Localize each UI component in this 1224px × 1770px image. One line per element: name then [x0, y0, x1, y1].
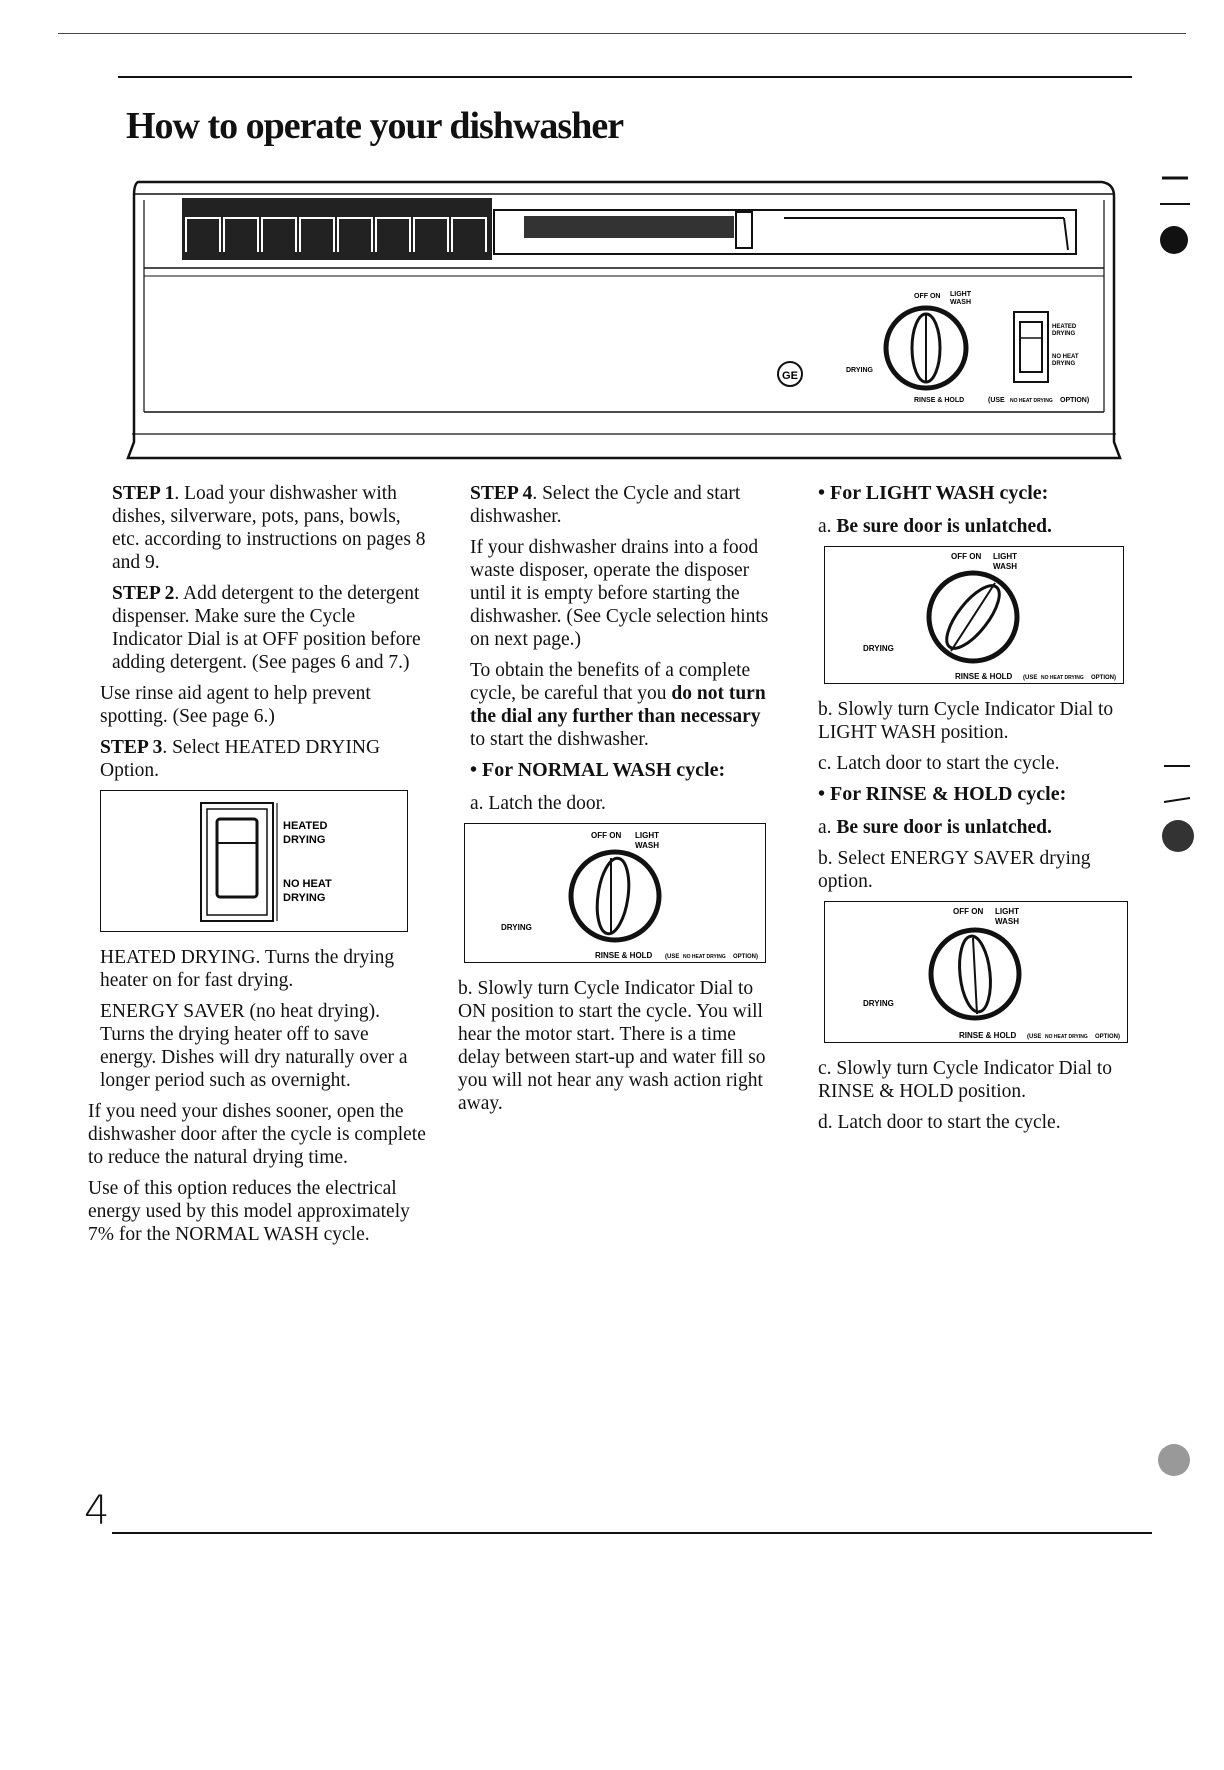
svg-text:OPTION): OPTION)	[1091, 675, 1116, 681]
step1-paragraph: STEP 1. Load your dishwasher with dishes…	[88, 482, 426, 574]
disposer-paragraph: If your dishwasher drains into a food wa…	[470, 537, 769, 650]
step1-label: STEP 1	[112, 483, 175, 504]
benefits-warning: do not turn the dial any further than ne…	[470, 683, 766, 727]
rinse-aid-paragraph: Use rinse aid agent to help prevent spot…	[100, 683, 371, 727]
svg-text:OFF ON: OFF ON	[953, 907, 983, 916]
column-middle: STEP 4. Select the Cycle and start dishw…	[458, 482, 778, 1123]
svg-text:DRYING: DRYING	[501, 923, 532, 932]
normal-wash-heading: • For NORMAL WASH cycle:	[470, 759, 726, 781]
switch-fig-drying-2: DRYING	[283, 892, 325, 904]
svg-text:OPTION): OPTION)	[1095, 1034, 1120, 1040]
dial-figure-normal-wash: OFF ON LIGHT WASH DRYING RINSE & HOLD (U…	[464, 823, 766, 963]
svg-text:(USE: (USE	[1023, 675, 1037, 681]
dial-label-off-on: OFF ON	[914, 293, 940, 300]
page-number: 4	[84, 1488, 110, 1534]
step4-text: . Select the Cycle and start dishwasher.	[470, 483, 741, 527]
svg-text:DRYING: DRYING	[863, 999, 894, 1008]
svg-text:LIGHT: LIGHT	[995, 907, 1019, 916]
push-buttons	[185, 217, 487, 252]
step2-text: . Add detergent to the detergent dispens…	[112, 583, 421, 673]
svg-text:RINSE & HOLD: RINSE & HOLD	[595, 951, 653, 960]
dial-label-drying: DRYING	[846, 367, 874, 374]
switch-label-heated: HEATED	[1052, 324, 1077, 330]
svg-text:NO HEAT DRYING: NO HEAT DRYING	[1045, 1034, 1088, 1040]
svg-text:(USE: (USE	[665, 954, 679, 960]
binding-marks	[1158, 176, 1194, 1476]
rinse-hold-step-c: c. Slowly turn Cycle Indicator Dial to R…	[818, 1058, 1113, 1102]
svg-text:WASH: WASH	[635, 841, 659, 850]
svg-text:RINSE & HOLD: RINSE & HOLD	[959, 1031, 1017, 1040]
rinse-hold-heading: • For RINSE & HOLD cycle:	[818, 783, 1067, 805]
svg-text:OPTION): OPTION)	[733, 954, 758, 960]
top-rule-thin	[58, 33, 1186, 34]
dial-label-option: OPTION)	[1060, 397, 1089, 404]
top-rule	[118, 76, 1132, 78]
rinse-hold-step-d: d. Latch door to start the cycle.	[818, 1112, 1061, 1133]
svg-text:OFF ON: OFF ON	[951, 552, 981, 561]
column-right: • For LIGHT WASH cycle: a. Be sure door …	[818, 482, 1148, 1142]
step4-label: STEP 4	[470, 483, 533, 504]
switch-label-drying: DRYING	[1052, 331, 1075, 337]
rinse-hold-step-a: a. Be sure door is unlatched.	[818, 817, 1052, 838]
rinse-hold-step-b: b. Select ENERGY SAVER drying option.	[818, 848, 1091, 892]
dial-label-use: (USE	[988, 397, 1005, 404]
light-wash-step-c: c. Latch door to start the cycle.	[818, 753, 1060, 774]
svg-text:NO HEAT DRYING: NO HEAT DRYING	[1041, 675, 1084, 681]
benefits-paragraph: To obtain the benefits of a complete cyc…	[470, 660, 766, 750]
light-wash-step-a: a. Be sure door is unlatched.	[818, 516, 1052, 537]
dial-label-no-heat-drying: NO HEAT DRYING	[1010, 398, 1053, 404]
svg-text:(USE: (USE	[1027, 1034, 1041, 1040]
dial-label-light: LIGHT	[950, 291, 972, 298]
svg-text:DRYING: DRYING	[863, 644, 894, 653]
column-left: STEP 1. Load your dishwasher with dishes…	[88, 482, 426, 1254]
ge-logo-icon: GE	[782, 370, 798, 382]
heated-drying-description: HEATED DRYING. Turns the drying heater o…	[100, 947, 395, 991]
switch-fig-no-heat: NO HEAT	[283, 878, 332, 890]
svg-text:OFF ON: OFF ON	[591, 831, 621, 840]
svg-text:LIGHT: LIGHT	[993, 552, 1017, 561]
switch-fig-drying: DRYING	[283, 834, 325, 846]
option-energy-description: Use of this option reduces the electrica…	[88, 1178, 410, 1245]
normal-wash-step-a: a. Latch the door.	[470, 793, 606, 814]
dial-figure-light-wash: OFF ON LIGHT WASH DRYING RINSE & HOLD (U…	[824, 546, 1124, 684]
svg-text:WASH: WASH	[993, 562, 1017, 571]
step1-text: . Load your dishwasher with dishes, silv…	[112, 483, 426, 573]
dial-label-wash: WASH	[950, 299, 971, 306]
bottom-rule	[112, 1532, 1152, 1534]
step3-paragraph: STEP 3. Select HEATED DRYING Option.	[88, 736, 426, 782]
switch-fig-heated: HEATED	[283, 820, 327, 832]
svg-text:WASH: WASH	[995, 917, 1019, 926]
normal-wash-step-b: b. Slowly turn Cycle Indicator Dial to O…	[458, 978, 766, 1114]
step4-paragraph: STEP 4. Select the Cycle and start dishw…	[458, 482, 778, 528]
dishes-sooner-description: If you need your dishes sooner, open the…	[88, 1101, 426, 1168]
drying-switch-figure: HEATED DRYING NO HEAT DRYING	[100, 790, 408, 932]
step3-text: . Select HEATED DRYING Option.	[100, 737, 381, 781]
switch-label-drying-2: DRYING	[1052, 361, 1075, 367]
step2-label: STEP 2	[112, 583, 175, 604]
dial-label-rinse-hold: RINSE & HOLD	[914, 397, 964, 404]
step2-paragraph: STEP 2. Add detergent to the detergent d…	[88, 582, 426, 674]
page-title: How to operate your dishwasher	[126, 105, 624, 147]
switch-label-no-heat: NO HEAT	[1052, 354, 1079, 360]
dial-figure-rinse-hold: OFF ON LIGHT WASH DRYING RINSE & HOLD (U…	[824, 901, 1128, 1043]
light-wash-heading: • For LIGHT WASH cycle:	[818, 482, 1049, 504]
control-panel-illustration: GE OFF ON LIGHT WASH DRYING RINSE & HOLD…	[126, 180, 1122, 460]
energy-saver-description: ENERGY SAVER (no heat drying). Turns the…	[100, 1001, 408, 1091]
svg-text:NO HEAT DRYING: NO HEAT DRYING	[683, 954, 726, 960]
svg-text:LIGHT: LIGHT	[635, 831, 659, 840]
light-wash-step-b: b. Slowly turn Cycle Indicator Dial to L…	[818, 699, 1114, 743]
step3-label: STEP 3	[100, 737, 163, 758]
svg-text:RINSE & HOLD: RINSE & HOLD	[955, 672, 1013, 681]
